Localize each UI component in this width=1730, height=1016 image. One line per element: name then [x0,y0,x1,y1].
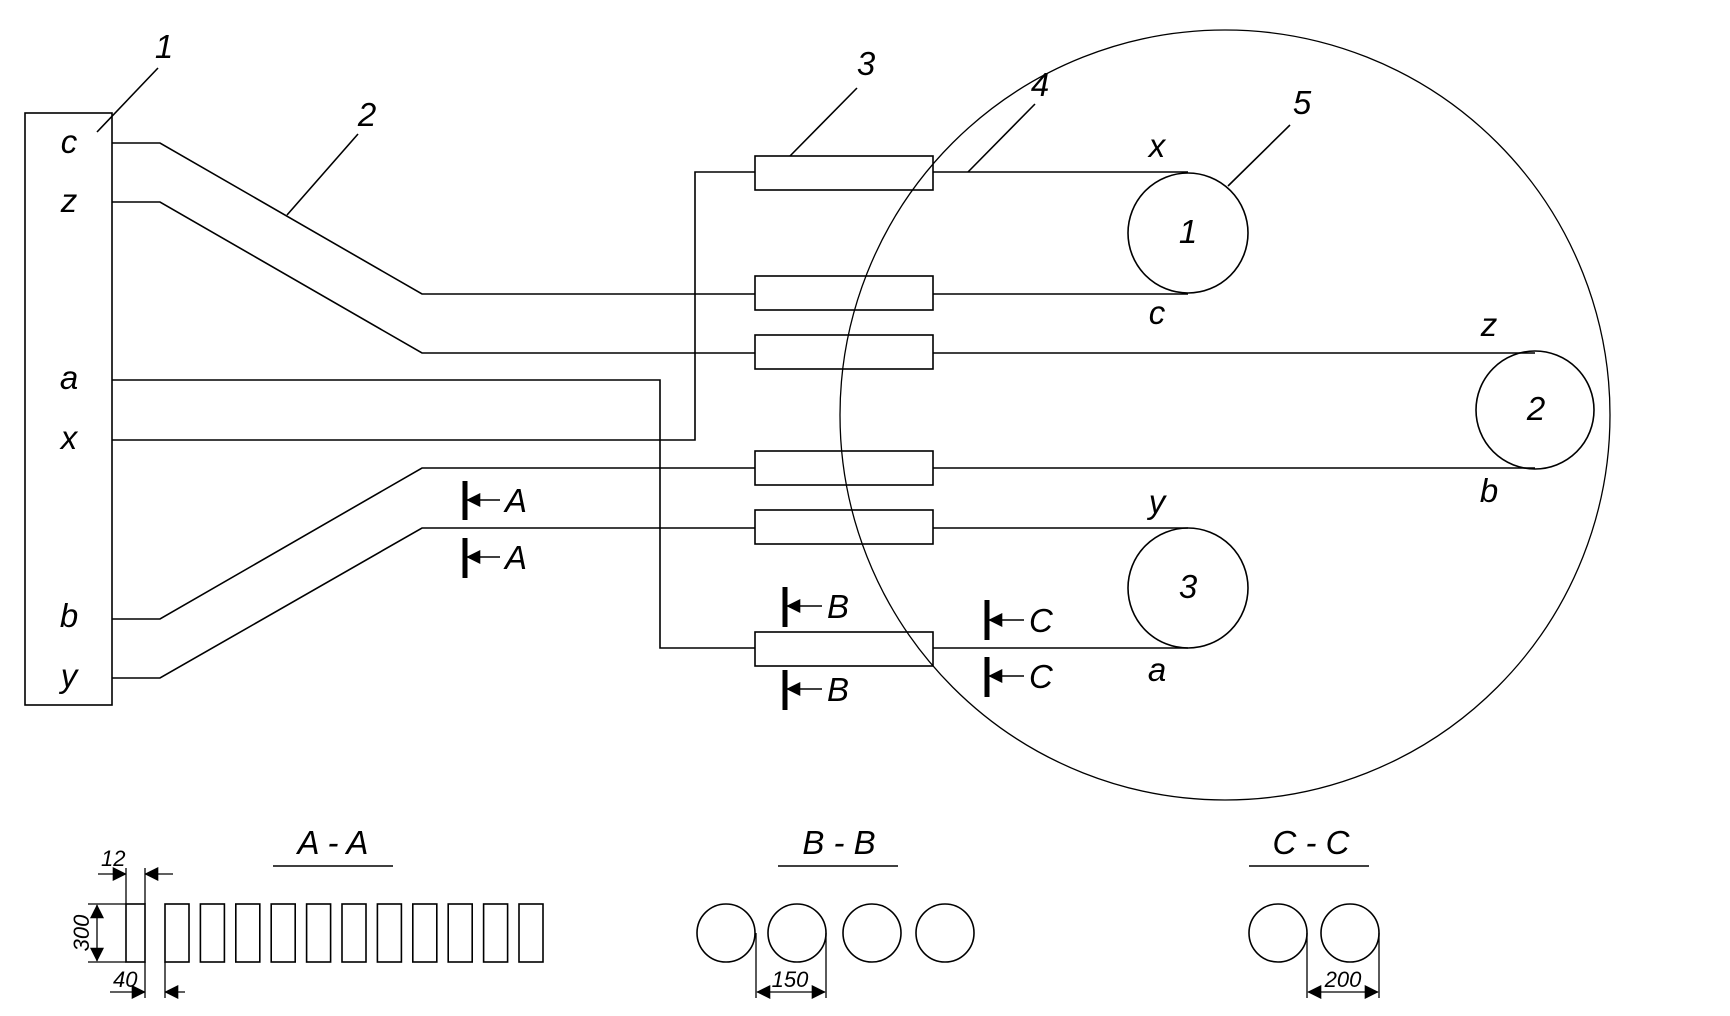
busbar [305,903,332,963]
callout-1: 1 [155,28,173,65]
coil-1 [1127,172,1249,294]
wire-a [112,379,755,649]
cable-b-4 [915,903,975,963]
wire-y [112,527,755,679]
machine-outline [839,29,1611,801]
svg-text:A: A [503,482,527,519]
dim-150: 150 [772,967,809,992]
section-c-c: C - C 200 [1248,824,1380,999]
terminal-box [24,112,113,706]
callout-3: 3 [857,45,876,82]
section-c-c-title: C - C [1273,824,1351,861]
section-marker-a-lower: A [462,538,527,578]
cable-c-1 [1248,903,1308,963]
section-marker-c-lower: C [984,657,1054,697]
dim-12: 12 [101,846,125,871]
svg-text:A: A [503,539,527,576]
section-marker-c-upper: C [984,600,1054,640]
busbar [235,903,261,963]
dim-40: 40 [113,967,138,992]
busbar [376,903,403,963]
section-a-a: A - A 12 300 40 [69,824,544,999]
coil-1-top-label: x [1147,127,1167,164]
sleeve-a [754,631,934,667]
callout-4: 4 [1031,66,1049,103]
coil-2 [1475,350,1595,470]
coil-2-number: 2 [1526,390,1545,427]
section-marker-b-lower: B [782,670,849,710]
sleeve-z [754,334,934,370]
cable-c-2 [1320,903,1380,963]
terminal-label-c: c [61,123,78,160]
terminal-label-z: z [60,182,78,219]
section-a-a-title: A - A [296,824,369,861]
terminal-label-a: a [60,359,78,396]
terminal-label-b: b [60,597,78,634]
svg-text:B: B [827,588,849,625]
callout-4-leader [967,103,1036,173]
coil-3-number: 3 [1179,568,1198,605]
svg-text:C: C [1029,658,1054,695]
sleeve-y [754,509,934,545]
cable-b-1 [696,903,756,963]
busbar-dimensioned [125,903,146,963]
section-b-b-title: B - B [802,824,875,861]
busbar [482,903,509,963]
wire-c [112,142,755,295]
callout-5: 5 [1293,84,1312,121]
callout-3-leader [789,87,858,157]
busbar-row [164,903,544,963]
svg-text:C: C [1029,602,1054,639]
busbar [447,903,474,963]
coil-3 [1127,527,1249,649]
coil-1-number: 1 [1179,213,1197,250]
section-marker-a-upper: A [462,481,527,520]
wire-z [112,201,755,354]
callout-2: 2 [357,96,376,133]
busbar [164,903,190,963]
busbar [270,903,297,963]
cable-b-3 [842,903,902,963]
dim-300: 300 [69,914,94,951]
busbar [411,903,438,963]
busbar [199,903,226,963]
coil-3-top-label: y [1147,483,1168,520]
section-b-b: B - B 150 [696,824,975,999]
callout-5-leader [1227,124,1291,187]
cable-b-2 [767,903,827,963]
callout-1-leader [96,67,159,133]
terminal-label-y: y [59,657,80,694]
svg-text:B: B [827,671,849,708]
sleeve-c [754,275,934,311]
wire-x [112,171,755,441]
dim-200: 200 [1324,967,1362,992]
section-marker-b-upper: B [782,587,849,627]
sleeve-x [754,155,934,191]
coil-2-top-label: z [1480,306,1498,343]
coil-2-bottom-label: b [1480,472,1498,509]
terminal-label-x: x [59,419,79,456]
busbar [518,903,544,963]
busbar [341,903,367,963]
callout-2-leader [286,133,359,216]
coil-3-bottom-label: a [1148,651,1166,688]
wire-b [112,467,755,620]
coil-1-bottom-label: c [1149,294,1166,331]
